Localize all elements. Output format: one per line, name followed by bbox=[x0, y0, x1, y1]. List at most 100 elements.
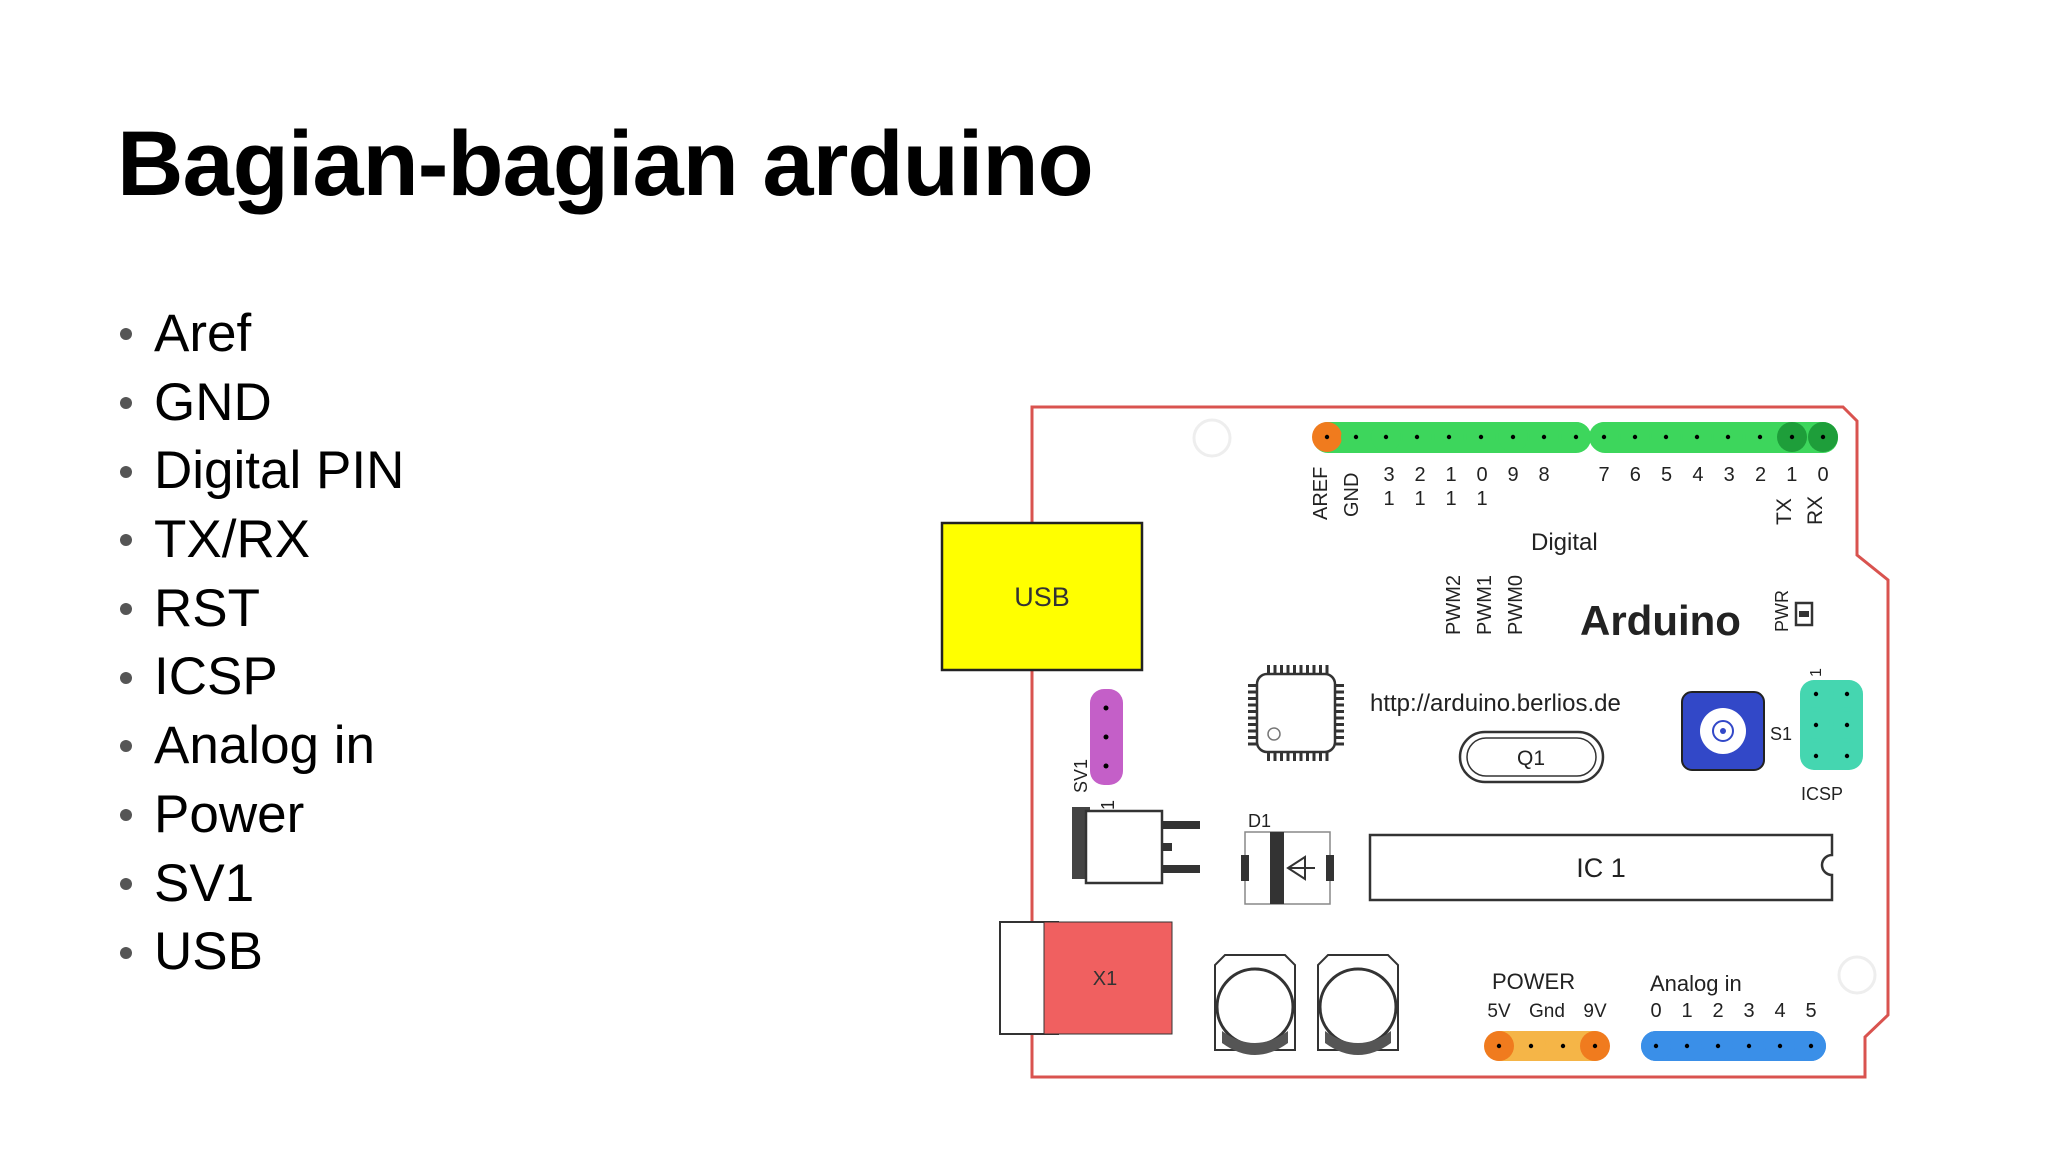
mcu-pin bbox=[1312, 752, 1316, 761]
board-url: http://arduino.berlios.de bbox=[1370, 690, 1621, 717]
digital-pin-number: 1 bbox=[1445, 488, 1456, 510]
mcu-pin bbox=[1325, 665, 1329, 674]
digital-pin-number: 6 bbox=[1630, 464, 1641, 486]
bullet-item: TX/RX bbox=[117, 506, 404, 575]
bullet-item: SV1 bbox=[117, 850, 404, 919]
power-pin-hole bbox=[1560, 1043, 1566, 1049]
bullet-item: GND bbox=[117, 369, 404, 438]
sv1-label: SV1 bbox=[1071, 759, 1091, 793]
analog-pin-hole bbox=[1746, 1043, 1752, 1049]
power-pin-label: 9V bbox=[1583, 1001, 1607, 1022]
mcu-pin bbox=[1319, 665, 1322, 674]
mcu-pin bbox=[1286, 665, 1290, 674]
mcu-pin bbox=[1248, 736, 1257, 739]
digital-pin-number: 3 bbox=[1383, 464, 1394, 486]
board-outline bbox=[1030, 405, 1890, 1079]
digital-pin-hole bbox=[1510, 434, 1516, 440]
power-header-strip bbox=[1485, 1031, 1609, 1061]
usb-label: USB bbox=[1014, 582, 1070, 612]
bullet-item: Power bbox=[117, 781, 404, 850]
digital-pin-hole bbox=[1383, 434, 1389, 440]
mounting-hole bbox=[1192, 418, 1232, 458]
ic1-label: IC 1 bbox=[1576, 853, 1626, 883]
digital-pin-number: 1 bbox=[1786, 464, 1797, 486]
mcu-pin bbox=[1325, 752, 1329, 761]
s1-label: S1 bbox=[1770, 724, 1792, 744]
mcu-pin bbox=[1280, 752, 1283, 761]
d1-label: D1 bbox=[1248, 811, 1271, 831]
digital-pin-number: 3 bbox=[1724, 464, 1735, 486]
digital-pin-number: 0 bbox=[1818, 464, 1829, 486]
mcu-pin bbox=[1280, 665, 1283, 674]
mcu-pin bbox=[1335, 736, 1344, 739]
mcu-pin bbox=[1286, 752, 1290, 761]
slide-title: Bagian-bagian arduino bbox=[117, 113, 1094, 215]
mcu-pin bbox=[1335, 690, 1344, 694]
digital-pin-number: 8 bbox=[1538, 464, 1549, 486]
capacitor bbox=[1214, 954, 1296, 1055]
rx-label: RX bbox=[1804, 496, 1827, 525]
digital-pin-number: 2 bbox=[1755, 464, 1766, 486]
pwr-led-icon bbox=[1799, 611, 1809, 617]
sv1-pin-hole bbox=[1103, 705, 1109, 711]
bullet-item: Aref bbox=[117, 300, 404, 369]
bullet-dot-icon bbox=[120, 465, 132, 478]
icsp-label: ICSP bbox=[1801, 784, 1843, 804]
mcu-pin bbox=[1335, 684, 1344, 687]
digital-pin-hole bbox=[1757, 434, 1763, 440]
x1-label: X1 bbox=[1093, 968, 1117, 990]
digital-pin-hole bbox=[1541, 434, 1547, 440]
tx-label: TX bbox=[1773, 498, 1796, 525]
aref-pin-hole bbox=[1324, 434, 1330, 440]
bullet-list: Aref GND Digital PIN TX/RX RST ICSP Anal… bbox=[117, 300, 404, 987]
power-pin-hole bbox=[1528, 1043, 1534, 1049]
bullet-dot-icon bbox=[120, 809, 132, 822]
mcu-pin bbox=[1299, 752, 1303, 761]
mcu-pin bbox=[1335, 703, 1344, 707]
digital-pin-hole bbox=[1694, 434, 1700, 440]
mcu-pin bbox=[1306, 665, 1309, 674]
mcu-pin bbox=[1335, 710, 1344, 713]
pwr-label: PWR bbox=[1772, 590, 1792, 632]
q1-crystal bbox=[1458, 730, 1605, 784]
pwm1-label: PWM1 bbox=[1474, 575, 1496, 635]
mcu-pin bbox=[1248, 716, 1257, 720]
mcu-pin bbox=[1306, 752, 1309, 761]
power-pin-hole bbox=[1496, 1043, 1502, 1049]
x1-power-jack bbox=[1043, 921, 1173, 1035]
analog-pin-label: 1 bbox=[1681, 1000, 1692, 1022]
q1-label: Q1 bbox=[1517, 747, 1545, 770]
digital-pin-number: 1 bbox=[1383, 488, 1394, 510]
sv1-pin-hole bbox=[1103, 763, 1109, 769]
digital-pin-number: 1 bbox=[1476, 488, 1487, 510]
bullet-dot-icon bbox=[120, 328, 132, 341]
bullet-item: Analog in bbox=[117, 712, 404, 781]
digital-pin-hole bbox=[1725, 434, 1731, 440]
digital-pin-hole bbox=[1663, 434, 1669, 440]
analog-pin-hole bbox=[1808, 1043, 1814, 1049]
mcu-pin bbox=[1248, 697, 1257, 700]
mcu-pin bbox=[1335, 729, 1344, 733]
digital-pin-number: 1 bbox=[1445, 464, 1456, 486]
digital-pin-hole bbox=[1632, 434, 1638, 440]
analog-pin-hole bbox=[1715, 1043, 1721, 1049]
icsp-pin-hole bbox=[1813, 691, 1819, 697]
digital-pin-number: 2 bbox=[1414, 464, 1425, 486]
pwm2-label: PWM2 bbox=[1443, 575, 1465, 635]
mcu-pin bbox=[1335, 697, 1344, 700]
mcu-pin bbox=[1293, 752, 1296, 761]
digital-label: Digital bbox=[1531, 529, 1598, 556]
bullet-dot-icon bbox=[120, 877, 132, 890]
mcu-pin bbox=[1267, 665, 1270, 674]
digital-pin-hole bbox=[1353, 434, 1359, 440]
power-header bbox=[1484, 1031, 1610, 1061]
digital-pin-hole bbox=[1573, 434, 1579, 440]
bullet-dot-icon bbox=[120, 946, 132, 959]
mcu-pin bbox=[1335, 723, 1344, 726]
aref-label: AREF bbox=[1310, 467, 1332, 520]
mcu-pin bbox=[1335, 716, 1344, 720]
analog-pin-label: 2 bbox=[1712, 1000, 1723, 1022]
sv1-pin-label: 1 bbox=[1098, 800, 1118, 810]
